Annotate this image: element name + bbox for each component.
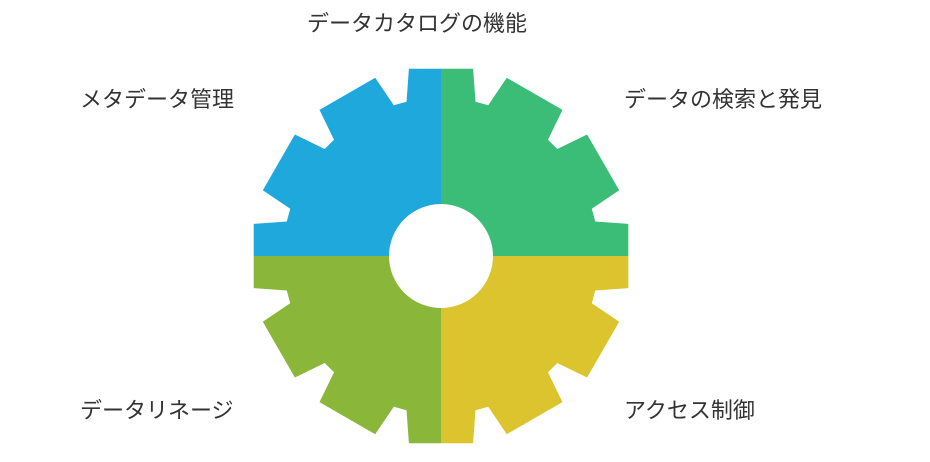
label-data-lineage: データリネージ [80, 399, 234, 424]
label-data-search-discovery: データの検索と発見 [624, 88, 823, 113]
gear-quadrant-access-control [441, 256, 629, 444]
gear-hub [389, 204, 493, 308]
diagram-title: データカタログの機能 [307, 12, 528, 37]
gear-quadrant-data-lineage [253, 256, 441, 444]
label-metadata-management: メタデータ管理 [80, 88, 235, 113]
label-access-control: アクセス制御 [624, 399, 755, 424]
gear-quadrant-metadata-management [253, 68, 441, 256]
gear-quadrant-data-search-discovery [441, 68, 629, 256]
